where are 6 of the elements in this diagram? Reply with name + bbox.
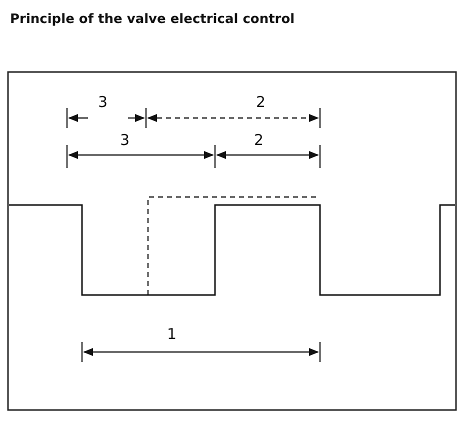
dimension-value: 1 bbox=[167, 326, 177, 342]
dimension-value: 3 bbox=[98, 94, 108, 110]
diagram-title: Principle of the valve electrical control bbox=[10, 12, 295, 27]
dimension-value: 2 bbox=[256, 94, 266, 110]
dimension-value: 3 bbox=[120, 132, 130, 148]
dimension-value: 2 bbox=[254, 132, 264, 148]
